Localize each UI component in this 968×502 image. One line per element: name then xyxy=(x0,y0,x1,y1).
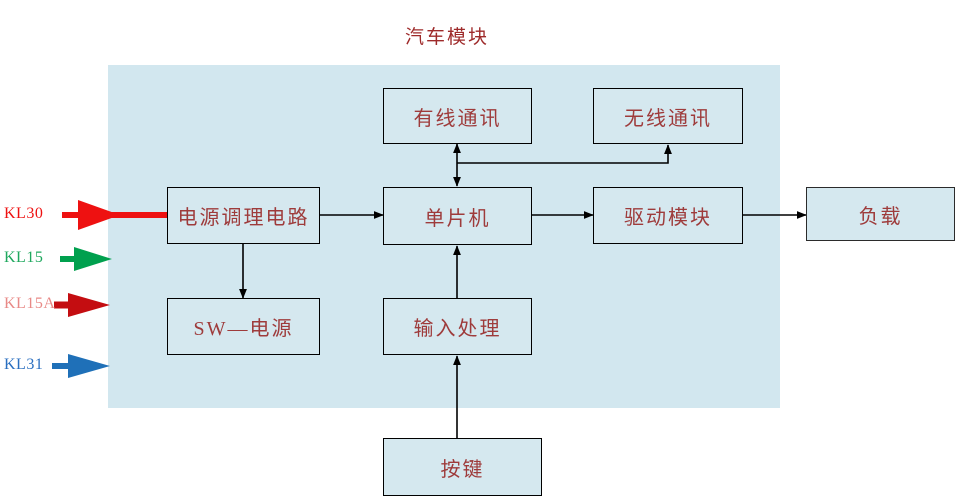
node-wired-comm[interactable]: 有线通讯 xyxy=(383,88,532,144)
pin-label-kl30: KL30 xyxy=(4,205,44,222)
pin-label-kl15a: KL15A xyxy=(4,295,56,312)
node-key[interactable]: 按键 xyxy=(383,438,542,496)
node-sw-power[interactable]: SW—电源 xyxy=(167,298,320,355)
page-title: 汽车模块 xyxy=(405,27,490,48)
edge-mcu-to-wireless-comm xyxy=(457,144,672,164)
pin-label-kl15: KL15 xyxy=(4,249,44,266)
pin-label-kl31: KL31 xyxy=(4,356,44,373)
edge-kl15-arrow xyxy=(60,247,112,271)
node-wireless-comm[interactable]: 无线通讯 xyxy=(593,88,743,144)
node-power-conditioning[interactable]: 电源调理电路 xyxy=(167,187,320,244)
node-drive-module[interactable]: 驱动模块 xyxy=(593,187,743,244)
node-mcu[interactable]: 单片机 xyxy=(383,187,532,245)
edge-kl31-arrow xyxy=(52,354,110,378)
node-load[interactable]: 负载 xyxy=(806,187,955,241)
edge-kl15a-arrow xyxy=(54,293,110,317)
node-input-processing[interactable]: 输入处理 xyxy=(383,298,532,355)
edge-kl30-to-power-conditioning xyxy=(62,200,167,230)
